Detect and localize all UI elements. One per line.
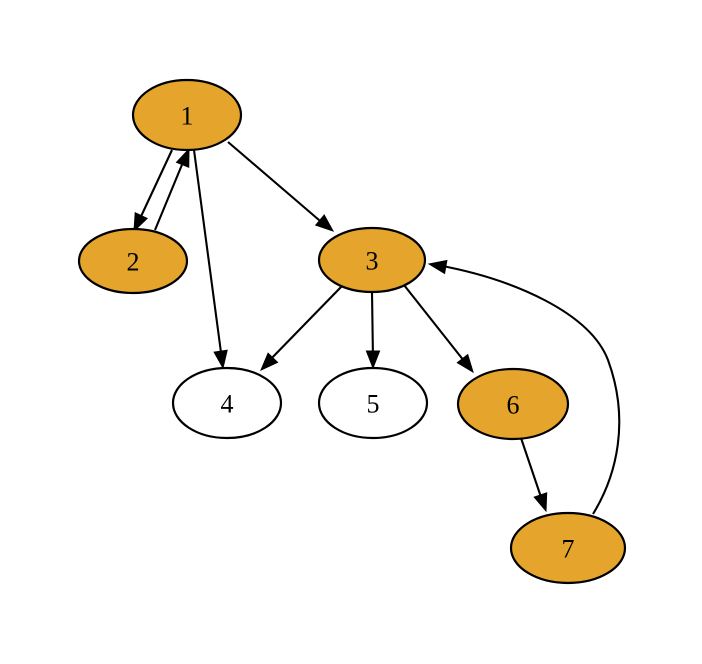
graph-edge — [520, 437, 548, 513]
edge-line — [154, 154, 187, 231]
edge-arrowhead — [365, 350, 381, 370]
node-label: 6 — [507, 391, 520, 420]
graph-node-6[interactable]: 6 — [456, 367, 570, 441]
edge-arrowhead — [427, 259, 448, 275]
node-label: 3 — [366, 247, 379, 276]
node-label: 7 — [562, 535, 575, 564]
node-ellipse[interactable] — [131, 78, 243, 152]
node-ellipse[interactable] — [171, 366, 283, 440]
graph-node-3[interactable]: 3 — [317, 226, 427, 294]
edge-line — [436, 263, 621, 515]
graph-edge — [365, 291, 381, 370]
node-ellipse[interactable] — [509, 511, 627, 585]
graph-edge — [403, 284, 474, 374]
node-label: 5 — [367, 390, 380, 419]
edges-layer — [133, 141, 621, 515]
edge-line — [227, 141, 327, 227]
graph-edge — [154, 147, 190, 231]
edge-line — [136, 149, 173, 226]
edge-arrowhead — [213, 349, 228, 370]
edge-line — [265, 285, 343, 365]
edge-arrowhead — [456, 353, 474, 374]
edge-line — [520, 437, 544, 504]
node-label: 2 — [127, 248, 140, 277]
edge-arrowhead — [533, 492, 548, 513]
graph-edge — [133, 149, 173, 233]
graph-edge — [260, 285, 343, 371]
graph-node-1[interactable]: 1 — [131, 78, 243, 152]
edge-arrowhead — [314, 214, 335, 232]
graph-edge — [192, 149, 228, 370]
edge-line — [192, 149, 224, 361]
node-label: 1 — [181, 102, 194, 131]
edge-arrowhead — [175, 147, 190, 168]
node-ellipse[interactable] — [77, 227, 189, 295]
graph-edge — [227, 141, 335, 232]
graph-edge — [427, 259, 621, 515]
graph-node-5[interactable]: 5 — [317, 366, 429, 440]
graph-node-2[interactable]: 2 — [77, 227, 189, 295]
node-ellipse[interactable] — [317, 366, 429, 440]
node-ellipse[interactable] — [456, 367, 570, 441]
node-ellipse[interactable] — [317, 226, 427, 294]
graph-node-7[interactable]: 7 — [509, 511, 627, 585]
edge-line — [370, 291, 375, 361]
nodes-layer: 1 2 3 4 5 6 7 — [77, 78, 627, 585]
node-label: 4 — [221, 390, 234, 419]
edge-arrowhead — [260, 352, 279, 371]
graph-node-4[interactable]: 4 — [171, 366, 283, 440]
edge-arrowhead — [133, 212, 149, 233]
edge-line — [403, 284, 469, 367]
